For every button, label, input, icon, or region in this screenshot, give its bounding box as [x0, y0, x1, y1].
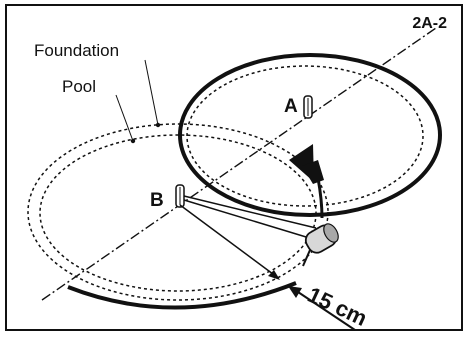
pool-leader-line	[115, 94, 134, 142]
pool-label: Pool	[62, 77, 96, 96]
foundation-solid-arc	[67, 281, 297, 310]
marking-tool-icon	[302, 223, 339, 267]
dimension-arrowhead	[288, 286, 302, 298]
radius-line	[179, 204, 278, 278]
foundation-label: Foundation	[34, 41, 119, 60]
stake-a-icon	[303, 95, 313, 119]
rotation-direction-arrow-icon	[289, 144, 324, 219]
figure-id-label: 2A-2	[412, 15, 447, 32]
foundation-leader-line	[144, 59, 159, 126]
foundation-dashed-ring	[27, 123, 329, 301]
pool-a-outer-ring	[178, 53, 442, 217]
pool-position-a	[178, 53, 442, 217]
diagram-frame	[5, 4, 463, 331]
tether-line-lower	[183, 199, 317, 241]
radius-arrowhead	[268, 270, 280, 280]
point-b-label: B	[150, 190, 164, 211]
pool-a-inner-dashed-ring	[186, 65, 424, 207]
tether-line-upper	[183, 195, 317, 229]
foundation-leader-dot	[155, 122, 161, 128]
center-axis-line	[41, 27, 437, 301]
stake-b-icon	[175, 184, 185, 208]
dimension-line	[294, 289, 356, 331]
point-a-label: A	[284, 96, 298, 117]
pool-leader-dot	[130, 138, 136, 144]
pool-position-b	[27, 123, 329, 310]
pool-dashed-ring	[39, 134, 317, 292]
